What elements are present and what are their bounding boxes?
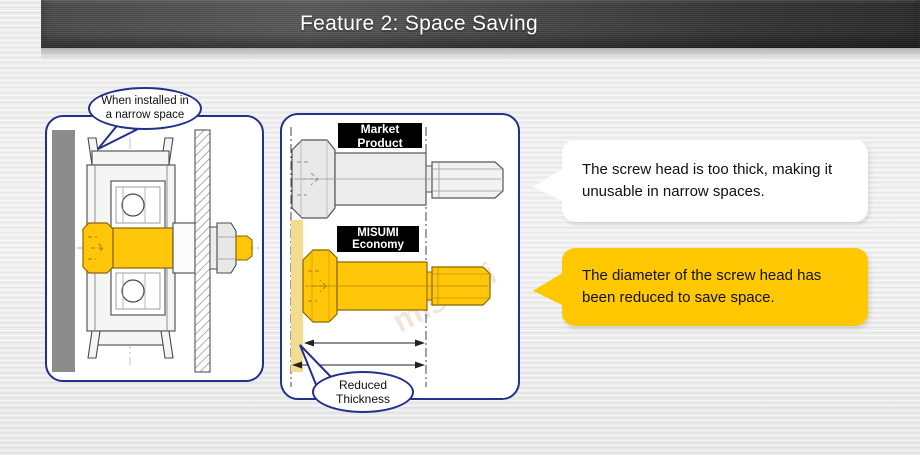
title-banner: Feature 2: Space Saving (41, 0, 920, 48)
screw-comparison-panel: misumi (280, 113, 520, 400)
bearing-installation-drawing (52, 129, 259, 373)
banner-shadow (41, 48, 920, 60)
reduced-thickness-strip (291, 220, 303, 372)
screw-thread-tip (235, 235, 253, 261)
wall-bar (52, 130, 75, 372)
market-note-callout: The screw head is too thick, making it u… (533, 140, 868, 222)
misumi-note-text: The diameter of the screw head has been … (582, 267, 822, 306)
market-product-label: Market Product (338, 122, 422, 150)
screw-comparison-drawing: misumi (290, 127, 504, 387)
economy-screw-installed (82, 222, 174, 274)
hex-nut (209, 222, 237, 274)
misumi-economy-screw (302, 249, 491, 323)
misumi-note-callout: The diameter of the screw head has been … (533, 248, 868, 326)
market-product-screw (291, 139, 504, 219)
spacer-block (172, 222, 196, 274)
reduced-thickness-callout: Reduced Thickness (312, 371, 414, 413)
mounting-plate (194, 129, 211, 373)
misumi-note-tail (533, 272, 564, 306)
market-note-text: The screw head is too thick, making it u… (582, 161, 833, 200)
ball-bearing-bottom (110, 266, 166, 316)
market-note-tail (533, 168, 564, 202)
ball-bearing-top (110, 180, 166, 230)
narrow-space-callout: When installed in a narrow space (88, 87, 202, 130)
installation-diagram-panel (45, 115, 264, 382)
misumi-economy-label: MISUMI Economy (337, 226, 419, 252)
page-title: Feature 2: Space Saving (299, 12, 539, 35)
